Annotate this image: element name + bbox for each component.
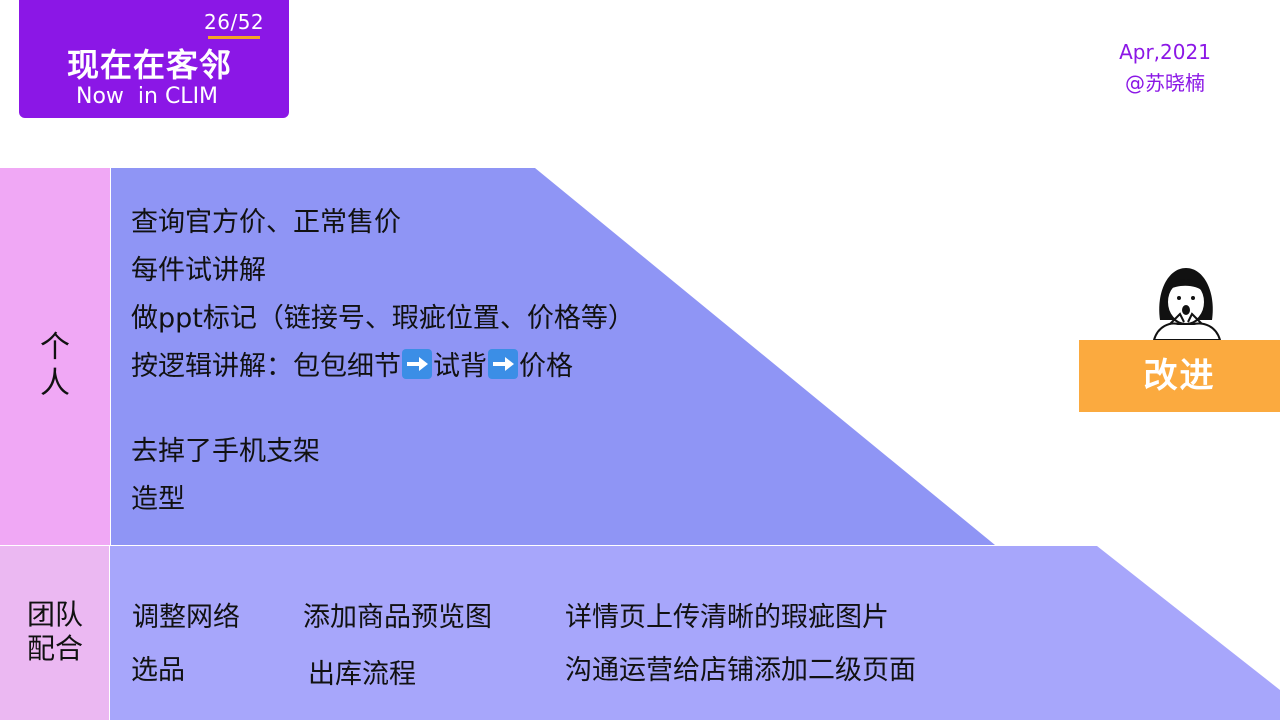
page-subtitle: Now in CLIM [76, 84, 219, 109]
cartoon-girl-avatar-icon [1152, 268, 1222, 341]
team-item: 调整网络 [132, 602, 240, 633]
team-item: 添加商品预览图 [303, 602, 492, 633]
page-indicator-underline [208, 36, 260, 39]
section-label-personal: 个人 [0, 330, 110, 402]
personal-label-text: 个人 [40, 330, 70, 401]
logic-text-part3: 价格 [519, 351, 573, 382]
personal-item: 造型 [131, 484, 185, 515]
date-text: Apr,2021 [1119, 40, 1211, 64]
author-text: @苏晓楠 [1125, 71, 1205, 95]
team-item: 选品 [131, 655, 185, 686]
team-item: 沟通运营给店铺添加二级页面 [565, 655, 916, 686]
logic-text-part1: 按逻辑讲解：包包细节 [131, 351, 401, 382]
personal-item: 查询官方价、正常售价 [131, 207, 401, 238]
personal-label-bg [0, 168, 110, 545]
personal-item-logic: 按逻辑讲解：包包细节 试背 价格 [131, 344, 573, 383]
right-arrow-emoji-icon [402, 349, 432, 379]
team-label-text: 团队配合 [26, 598, 83, 665]
page-indicator: 26/52 [204, 10, 265, 34]
logic-text-part2: 试背 [433, 351, 487, 382]
personal-item: 去掉了手机支架 [131, 436, 320, 467]
team-label-bg [0, 546, 109, 720]
title-badge: 26/52 现在在客邻 Now in CLIM [19, 0, 289, 118]
personal-item: 每件试讲解 [131, 255, 266, 286]
page-title: 现在在客邻 [67, 46, 233, 84]
improve-box: 改进 [1079, 340, 1280, 412]
team-area-bg [110, 546, 1280, 720]
team-item: 详情页上传清晰的瑕疵图片 [565, 602, 889, 633]
section-label-team: 团队配合 [0, 598, 110, 665]
personal-area-bg [111, 168, 995, 545]
personal-item: 做ppt标记（链接号、瑕疵位置、价格等） [131, 303, 635, 334]
team-item: 出库流程 [308, 659, 416, 690]
right-arrow-emoji-icon [488, 349, 518, 379]
